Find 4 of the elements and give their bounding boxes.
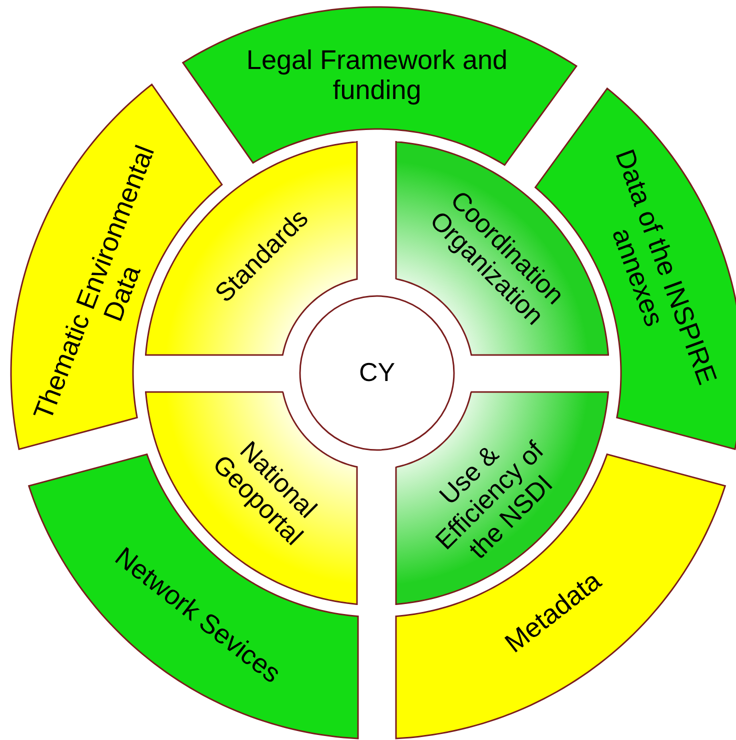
ring-segment (182, 6, 578, 166)
segment-label: CY (358, 358, 396, 388)
quadrant-segment (395, 140, 610, 356)
segment-label: Legal Framework and funding (245, 44, 509, 106)
